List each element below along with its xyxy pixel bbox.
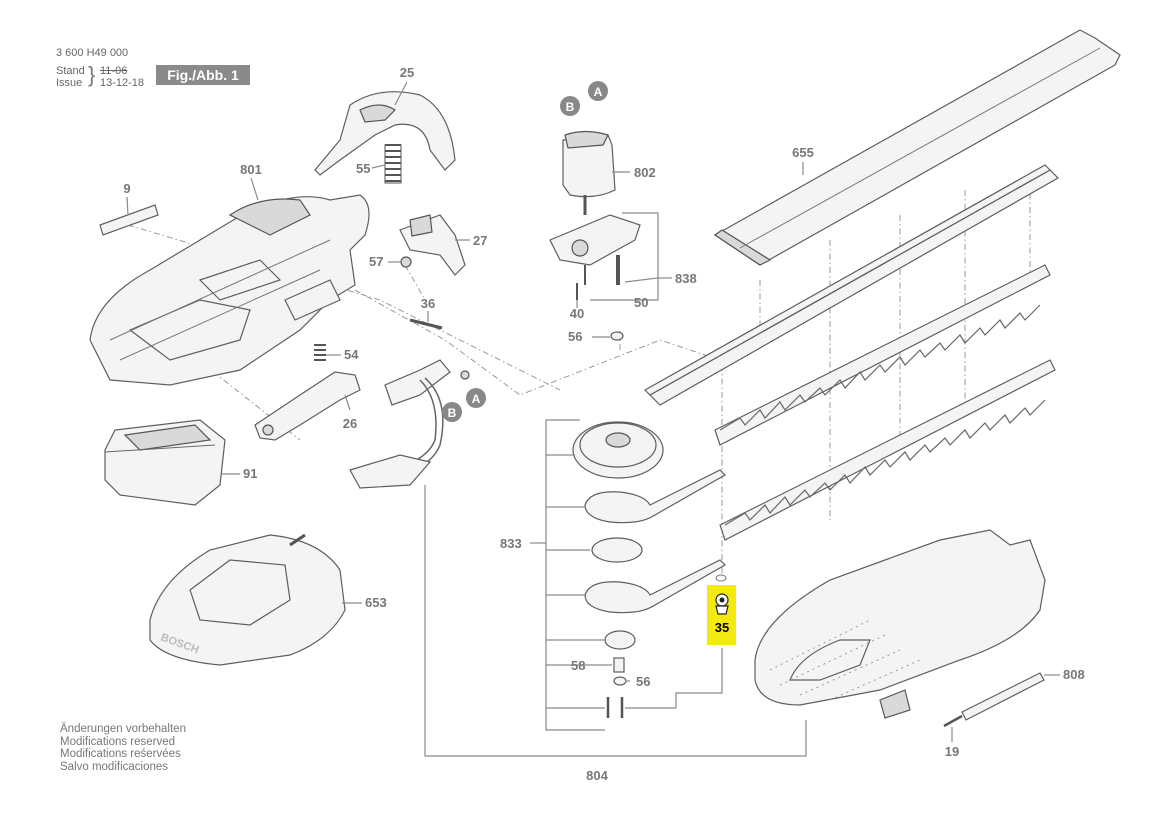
label-804: 804: [586, 768, 608, 783]
part-833-gear: [572, 421, 664, 479]
svg-text:B: B: [566, 100, 575, 114]
label-655: 655: [792, 145, 814, 160]
callout-b-harness: B: [442, 402, 462, 422]
part-801-housing: [89, 194, 370, 386]
label-653: 653: [365, 595, 387, 610]
callout-b-motor: B: [560, 96, 580, 116]
callout-a-motor: A: [588, 81, 608, 101]
part-19-screw: [943, 714, 963, 728]
part-54-spring: [314, 344, 326, 361]
svg-text:B: B: [448, 406, 457, 420]
part-36-pin: [409, 318, 443, 330]
part-35-highlight: [707, 574, 736, 645]
note-en: Modifications reserved: [60, 735, 176, 748]
part-57-screw: [400, 256, 412, 268]
part-25-handle-cover: [314, 91, 456, 176]
label-801: 801: [240, 162, 262, 177]
note-es: Salvo modificaciones: [60, 760, 169, 773]
label-27: 27: [473, 233, 487, 248]
label-91: 91: [243, 466, 257, 481]
part-808-label-strip: [961, 672, 1045, 721]
blade-upper: [714, 264, 1051, 446]
part-833-eccentric-plate-1: [584, 469, 726, 524]
label-54: 54: [344, 347, 359, 362]
blade-rail: [644, 164, 1059, 406]
label-56-bottom: 56: [636, 674, 650, 689]
part-91-battery: [104, 419, 226, 506]
modification-notes: Änderungen vorbehalten Modifications res…: [60, 723, 186, 773]
note-fr: Modifications reśervées: [60, 748, 181, 760]
part-655-blade-guard: [713, 29, 1121, 266]
part-58-sleeve: [613, 657, 625, 673]
part-833-bushing: [604, 630, 636, 650]
label-19: 19: [945, 744, 959, 759]
label-36: 36: [421, 296, 435, 311]
part-26-lever: [254, 371, 361, 441]
label-58: 58: [571, 658, 585, 673]
part-802-motor: [562, 130, 616, 215]
new-date: 13-12-18: [100, 77, 145, 89]
part-27-switch: [399, 214, 466, 276]
label-26: 26: [343, 416, 357, 431]
label-808: 808: [1063, 667, 1085, 682]
header-brace: }: [88, 62, 96, 87]
label-50: 50: [634, 295, 648, 310]
label-833: 833: [500, 536, 522, 551]
label-56-top: 56: [568, 329, 582, 344]
svg-text:A: A: [472, 392, 481, 406]
label-40: 40: [570, 306, 584, 321]
part-833-eccentric-disc: [591, 537, 643, 563]
part-56-washer-bottom: [613, 676, 627, 686]
wiring-harness: [349, 359, 470, 489]
svg-text:A: A: [594, 85, 603, 99]
part-9-label-sticker: [99, 204, 159, 236]
part-55-spring: [384, 144, 402, 184]
part-56-washer-top: [610, 331, 624, 341]
leader-lines: [126, 81, 1060, 757]
part-838-gear-plate: [549, 214, 641, 285]
note-de: Änderungen vorbehalten: [60, 723, 186, 735]
label-9: 9: [123, 181, 130, 196]
blade-lower: [719, 359, 1056, 541]
label-802: 802: [634, 165, 656, 180]
callout-a-harness: A: [466, 388, 486, 408]
stand-label: Stand: [56, 65, 85, 77]
figure-label: Fig./Abb. 1: [156, 65, 250, 85]
label-25: 25: [400, 65, 414, 80]
issue-label: Issue: [56, 77, 83, 89]
part-653-charger: BOSCH: [149, 533, 346, 666]
label-35: 35: [715, 620, 729, 635]
label-57: 57: [369, 254, 383, 269]
old-date: 11-06: [100, 65, 128, 77]
bottom-screws: [606, 697, 624, 718]
label-55: 55: [356, 161, 370, 176]
part-808-front-housing: [754, 529, 1046, 719]
doc-number: 3 600 H49 000: [56, 47, 129, 59]
part-833-eccentric-plate-2: [584, 559, 726, 614]
part-labels: 25 55 801 9 27 57 36 54 26 91 653 802 83…: [123, 65, 1084, 783]
label-838: 838: [675, 271, 697, 286]
